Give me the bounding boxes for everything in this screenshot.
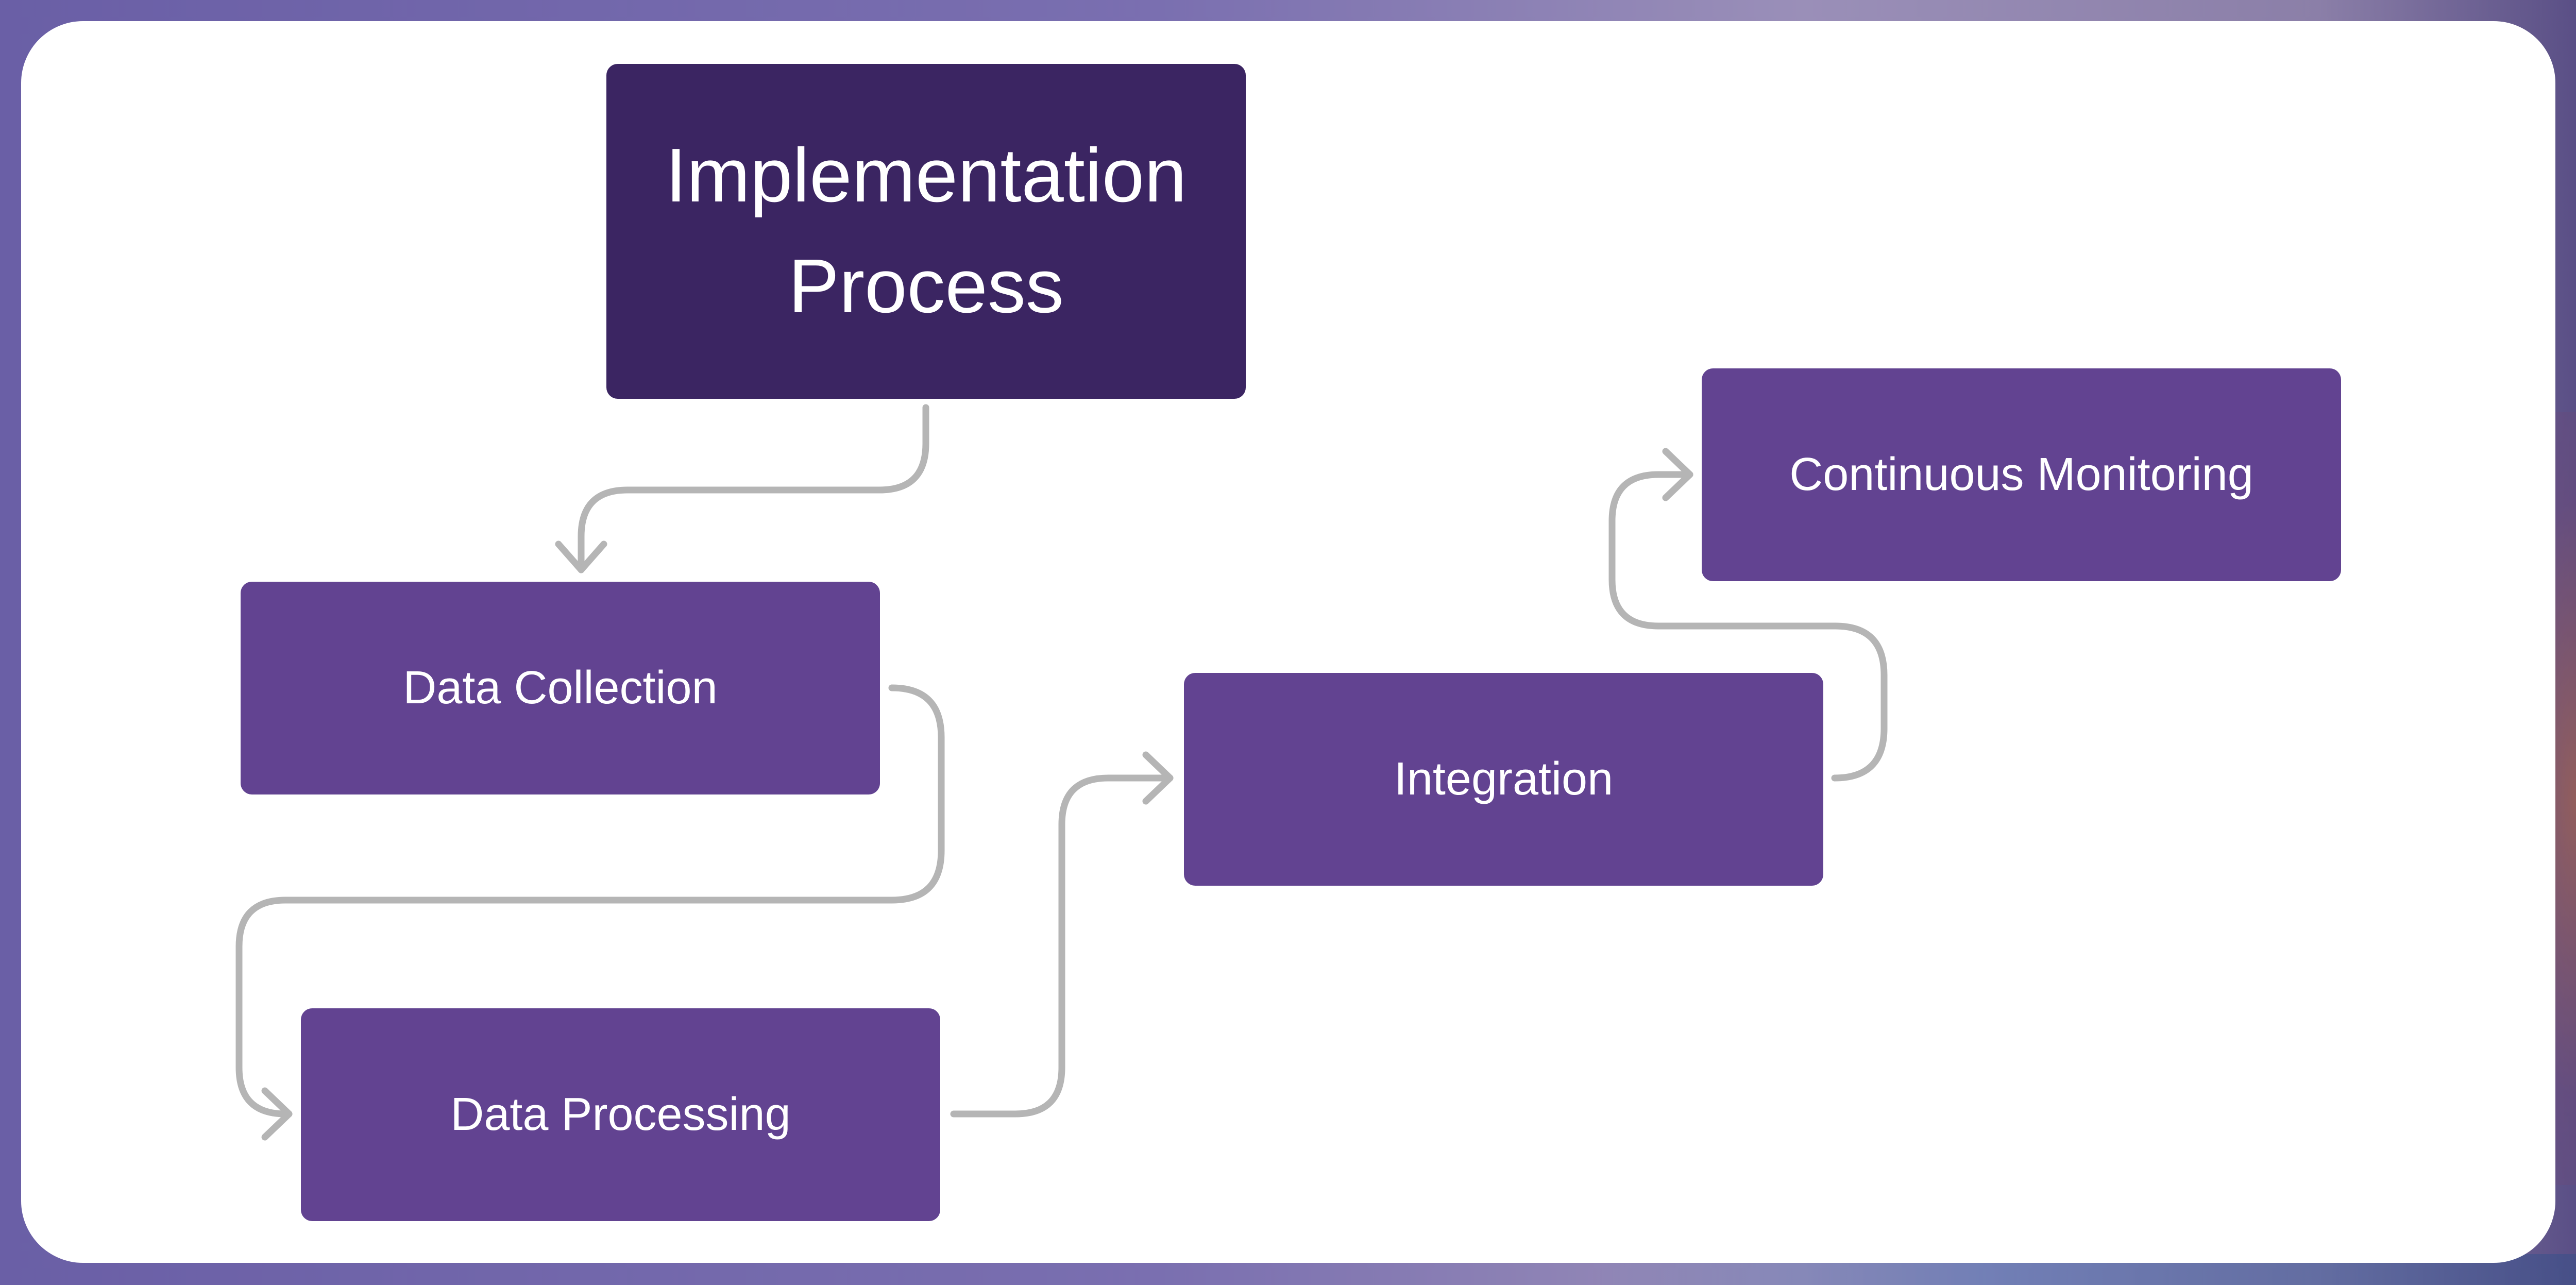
connector-title-to-data-collection (578, 404, 929, 573)
step-continuous-monitoring: Continuous Monitoring (1702, 368, 2341, 581)
step-data-processing: Data Processing (301, 1008, 940, 1221)
step-label-data-processing: Data Processing (450, 1089, 791, 1140)
arrowhead-data-collection (555, 540, 607, 573)
step-label-integration: Integration (1394, 753, 1614, 805)
connector-integration-to-continuous-monitoring (1608, 471, 1888, 782)
step-data-collection: Data Collection (241, 582, 880, 794)
step-label-data-collection: Data Collection (403, 662, 718, 714)
diagram-card: Implementation Process Data Collection D… (21, 21, 2555, 1263)
diagram-title: Implementation Process (665, 133, 1187, 329)
connector-data-processing-to-integration (950, 774, 1174, 1118)
step-label-continuous-monitoring: Continuous Monitoring (1789, 449, 2253, 500)
arrowhead-continuous-monitoring (1662, 448, 1693, 501)
step-integration: Integration (1184, 673, 1823, 886)
connector-data-collection-to-data-processing (235, 684, 945, 1118)
arrowhead-data-processing (261, 1087, 293, 1141)
arrowhead-integration (1142, 751, 1174, 805)
title-box: Implementation Process (606, 64, 1246, 399)
connector-layer (235, 404, 1888, 1141)
